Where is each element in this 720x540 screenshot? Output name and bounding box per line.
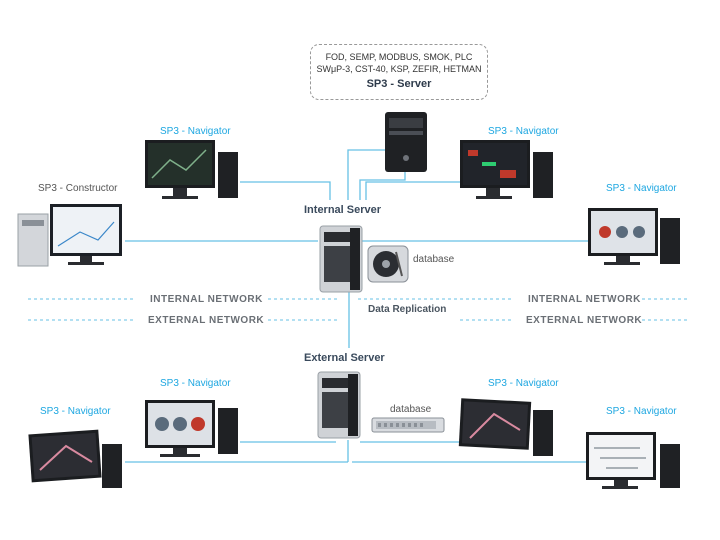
navigator-label-bottom-right-far: SP3 - Navigator xyxy=(606,406,677,417)
external-network-label-right: EXTERNAL NETWORK xyxy=(526,315,643,326)
protocol-box: FOD, SEMP, MODBUS, SMOK, PLC SWμP-3, CST… xyxy=(310,44,488,100)
protocol-list-line-2: SWμP-3, CST-40, KSP, ZEFIR, HETMAN xyxy=(316,64,482,74)
external-network-label-left: EXTERNAL NETWORK xyxy=(148,315,265,326)
internal-server-title: Internal Server xyxy=(304,204,382,216)
internal-network-label-right: INTERNAL NETWORK xyxy=(528,294,641,305)
navigator-label-top-left: SP3 - Navigator xyxy=(160,126,231,137)
external-server-title: External Server xyxy=(304,352,385,364)
navigator-label-bottom-left-far: SP3 - Navigator xyxy=(40,406,111,417)
navigator-label-mid-right: SP3 - Navigator xyxy=(606,183,677,194)
external-database-label: database xyxy=(390,404,432,415)
internal-network-label-left: INTERNAL NETWORK xyxy=(150,294,263,305)
sp3-server-title: SP3 - Server xyxy=(366,78,432,90)
navigator-label-bottom-left: SP3 - Navigator xyxy=(160,378,231,389)
navigator-label-top-right: SP3 - Navigator xyxy=(488,126,559,137)
data-replication-label: Data Replication xyxy=(368,304,447,315)
protocol-list-line-1: FOD, SEMP, MODBUS, SMOK, PLC xyxy=(325,52,473,62)
navigator-label-bottom-right: SP3 - Navigator xyxy=(488,378,559,389)
constructor-label: SP3 - Constructor xyxy=(38,183,118,194)
internal-database-label: database xyxy=(413,254,455,265)
